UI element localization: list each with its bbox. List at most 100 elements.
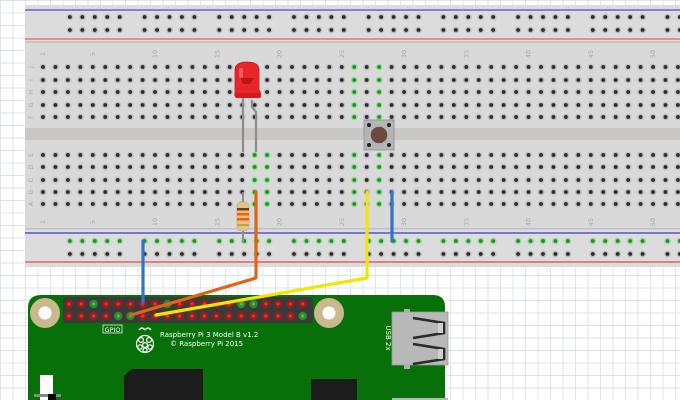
top-rail-hole-center: [391, 28, 396, 32]
hole-E47-center: [613, 153, 618, 157]
hole-G21-center: [290, 103, 294, 107]
hole-A40-center: [526, 202, 531, 206]
top-rail-hole-center: [68, 15, 72, 19]
hole-B39-center: [514, 190, 518, 194]
hole-C44-center: [576, 178, 581, 182]
hole-J8-center: [128, 65, 133, 69]
hole-F10-center: [153, 115, 157, 119]
bottom-rail-hole-center: [528, 252, 533, 256]
hole-J21-center: [290, 65, 294, 69]
hole-G24-center: [327, 103, 332, 107]
hole-F43-center: [564, 115, 568, 119]
hole-C12-center: [178, 178, 182, 182]
hole-I49-center: [638, 78, 643, 82]
column-label: 40: [525, 218, 533, 226]
hole-E26-center: [352, 153, 357, 157]
hole-C15-center: [215, 178, 220, 182]
column-label: 45: [587, 50, 595, 58]
bottom-rail-hole-center: [453, 239, 458, 243]
hole-G2-center: [53, 103, 58, 107]
column-label: 35: [462, 50, 470, 58]
hole-I5-center: [90, 78, 95, 82]
hole-E20-center: [277, 153, 282, 157]
hole-I40-center: [526, 78, 531, 82]
top-rail-hole-center: [590, 15, 595, 19]
hole-C18-center: [252, 178, 257, 182]
connector-white: [40, 375, 53, 400]
row-label: F: [27, 115, 35, 119]
hole-C21-center: [290, 178, 294, 182]
bottom-rail-hole-center: [68, 239, 72, 243]
column-label: 10: [151, 50, 159, 58]
hole-D40-center: [526, 165, 531, 169]
orange-led-wire[interactable]: [129, 190, 258, 317]
yellow-button-wire[interactable]: [154, 190, 369, 317]
top-rail-hole-center: [254, 28, 259, 32]
hole-A49-center: [638, 202, 643, 206]
hole-G31-center: [414, 103, 419, 107]
hole-A21-center: [290, 202, 294, 206]
top-rail-hole-center: [665, 28, 670, 32]
hole-E17-center: [240, 153, 245, 157]
red-led[interactable]: [234, 61, 261, 152]
breadboard[interactable]: 1155101015152020252530303535404045455050…: [25, 5, 680, 267]
bottom-rail-hole-center: [590, 239, 595, 243]
bottom-rail-hole-center: [117, 239, 122, 243]
breadboard-bottom-rail-strip: [25, 229, 680, 267]
hole-C10-center: [153, 178, 157, 182]
bottom-rail-hole-center: [92, 252, 97, 256]
hole-D16-center: [227, 165, 232, 169]
hole-A48-center: [626, 202, 631, 206]
hole-I8-center: [128, 78, 133, 82]
hole-E50-center: [651, 153, 655, 157]
hole-J19-center: [265, 65, 269, 69]
top-rail-hole-center: [80, 15, 85, 19]
breadboard-top-rail-strip: [25, 5, 680, 42]
hole-J36-center: [476, 65, 481, 69]
top-rail-hole-center: [329, 15, 334, 19]
hole-I31-center: [414, 78, 419, 82]
hole-F23-center: [315, 115, 319, 119]
hole-D21-center: [290, 165, 294, 169]
top-rail-hole-center: [167, 15, 172, 19]
hole-B31-center: [414, 190, 419, 194]
hole-E43-center: [564, 153, 568, 157]
hole-E5-center: [90, 153, 95, 157]
gpio-pin-center: [202, 314, 206, 318]
resistor[interactable]: [236, 192, 250, 242]
top-rail-hole-center: [466, 28, 471, 32]
hole-F21-center: [290, 115, 294, 119]
gpio-label-box: [102, 324, 123, 334]
hole-A6-center: [103, 202, 108, 206]
hole-E37-center: [489, 153, 494, 157]
raspberry-pi-board[interactable]: GPIO Raspberry Pi 3 Model B v1.2 © Raspb…: [28, 295, 449, 400]
hole-F40-center: [526, 115, 531, 119]
hole-B42-center: [551, 190, 556, 194]
row-label: C: [27, 177, 35, 182]
hole-F7-center: [115, 115, 120, 119]
hole-G44-center: [576, 103, 581, 107]
bottom-rail-hole-center: [640, 239, 645, 243]
bottom-rail-hole-center: [491, 239, 496, 243]
hole-B38-center: [501, 190, 506, 194]
bottom-rail-hole-center: [665, 252, 670, 256]
top-rail-hole-center: [317, 15, 321, 19]
hole-G41-center: [539, 103, 543, 107]
hole-D43-center: [564, 165, 568, 169]
top-rail-hole-center: [366, 15, 371, 19]
bottom-rail-hole-center: [603, 239, 608, 243]
hole-J33-center: [439, 65, 444, 69]
hole-I14-center: [202, 78, 207, 82]
usb-port-2-edge: [392, 398, 448, 400]
pushbutton[interactable]: [363, 119, 395, 151]
bottom-rail-hole-center: [180, 252, 184, 256]
hole-B23-center: [315, 190, 319, 194]
hole-I10-center: [153, 78, 157, 82]
top-rail-hole-center: [68, 28, 72, 32]
hole-I48-center: [626, 78, 631, 82]
hole-H37-center: [489, 90, 494, 94]
hole-H12-center: [178, 90, 182, 94]
hole-J9-center: [140, 65, 145, 69]
hole-D10-center: [153, 165, 157, 169]
hole-A12-center: [178, 202, 182, 206]
